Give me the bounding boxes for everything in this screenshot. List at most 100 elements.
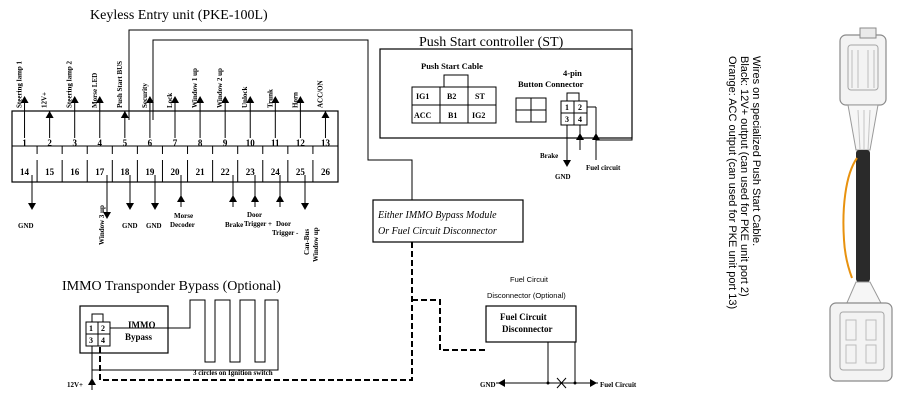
pke-top-label-9: Window 2 up [216, 68, 224, 108]
pke-pin-2: 2 [47, 138, 52, 148]
pke-top-label-3: Steering lamp 2 [66, 60, 74, 108]
pin-arrow-out [246, 96, 255, 103]
fuel-wires [496, 342, 598, 389]
button-connector-shape [515, 97, 547, 123]
pke-pin-20: 20 [171, 167, 181, 177]
pin-arrow-in [120, 111, 129, 118]
cable-cell-b2: B2 [447, 92, 456, 101]
brake-label: Brake [225, 221, 243, 229]
pke-pin-16: 16 [70, 167, 80, 177]
st-four-pin-label: 4-pin [563, 68, 582, 78]
immo-box-label-1: IMMO [128, 320, 156, 330]
pin-arrow-in [45, 111, 54, 118]
st-pin-3: 3 [565, 115, 569, 124]
pke-pin-4: 4 [98, 138, 103, 148]
fuel-circuit-label: Fuel Circuit [600, 381, 637, 389]
pke-pin-7: 7 [173, 138, 178, 148]
either-dashed-wire [99, 242, 413, 381]
pke-pin-11: 11 [271, 138, 280, 148]
immo-coil-caption: 3 circles on Ignition switch [193, 369, 273, 377]
security-wire [152, 39, 413, 200]
immo-box-label-2: Bypass [125, 332, 153, 342]
pke-top-label-8: Window 1 up [191, 68, 199, 108]
pke-top-label-12: Horn [291, 92, 299, 108]
pin-arrow-out [196, 96, 205, 103]
fuel-gnd: GND [480, 381, 496, 389]
gnd-label-18: GND [122, 222, 138, 230]
fuel-box-1: Fuel Circuit [500, 312, 547, 322]
pke-pin-23: 23 [246, 167, 256, 177]
st-pin-4: 4 [578, 115, 582, 124]
cable-cell-st: ST [475, 92, 485, 101]
pke-title: Keyless Entry unit (PKE-100L) [90, 8, 268, 23]
pke-pin-12: 12 [296, 138, 306, 148]
pke-pin-9: 9 [223, 138, 228, 148]
canbus-label: Can-Bus [303, 229, 311, 255]
pke-pin-5: 5 [123, 138, 128, 148]
cable-cell-ig1: IG1 [416, 92, 429, 101]
pke-pin-3: 3 [72, 138, 77, 148]
fuel-title-2: Disconnector (Optional) [487, 291, 566, 300]
pke-pin-6: 6 [148, 138, 153, 148]
cable-caption-line1: Wires on specialized Push Start Cable. [750, 56, 762, 246]
st-brake-label: Brake [540, 152, 558, 160]
cable-caption-line2: Black: 12V+ output (can used for PKE uni… [738, 56, 750, 297]
either-note-line1: Either IMMO Bypass Module [377, 210, 497, 221]
pke-top-label-6: Security [141, 83, 149, 108]
window3-label: Window 3 up [98, 205, 106, 245]
canbus-label-2: Window up [312, 227, 320, 262]
morse-decoder-label-1: Morse [174, 212, 193, 220]
pke-pin-22: 22 [221, 167, 231, 177]
pke-pin-13: 13 [321, 138, 331, 148]
pin-arrow-out [95, 96, 104, 103]
either-to-fuel-dashed-wire [412, 299, 486, 351]
pke-top-label-11: Trunk [266, 89, 274, 108]
immo-pin-4: 4 [101, 336, 105, 345]
pin-arrow-out [296, 96, 305, 103]
morse-decoder-label-2: Decoder [170, 221, 195, 229]
st-button-connector-label: Button Connector [518, 79, 584, 89]
immo-box [79, 305, 169, 354]
pke-top-label-2: 12V+ [41, 92, 49, 108]
st-pin-2: 2 [578, 103, 582, 112]
immo-pin-3: 3 [89, 336, 93, 345]
pke-top-label-7: Lock [166, 93, 174, 108]
push-start-bus-wire [128, 29, 633, 141]
fuel-title-1: Fuel Circuit [510, 275, 549, 284]
st-cable-grid: IG1 B2 ST ACC B1 IG2 [411, 74, 497, 124]
pke-bottom-wires [28, 175, 309, 219]
immo-12v-arrow [88, 378, 96, 385]
pke-top-label-1: Steering lamp 1 [16, 60, 24, 108]
pke-pin-15: 15 [45, 167, 55, 177]
cable-caption-line3: Orange: ACC output (can used for PKE uni… [726, 56, 738, 309]
st-fuel-circuit-label: Fuel circuit [586, 164, 621, 172]
immo-title: IMMO Transponder Bypass (Optional) [62, 279, 281, 294]
pke-pin-10: 10 [246, 138, 256, 148]
st-4pin-connector: 1 2 3 4 [560, 92, 597, 140]
st-title: Push Start controller (ST) [419, 35, 564, 50]
st-pin-1: 1 [565, 103, 569, 112]
fuel-box [485, 305, 577, 343]
pke-pin-21: 21 [196, 167, 206, 177]
pke-pin-14: 14 [20, 167, 30, 177]
pke-pin-24: 24 [271, 167, 281, 177]
st-gnd-label: GND [555, 173, 571, 181]
immo-pin-1: 1 [89, 324, 93, 333]
fuel-box-2: Disconnector [502, 324, 553, 334]
pke-top-label-10: Unlock [241, 87, 249, 109]
gnd-label-19: GND [146, 222, 162, 230]
pin-arrow-out [221, 96, 230, 103]
cable-caption: Wires on specialized Push Start Cable. B… [726, 56, 762, 309]
pin-arrow-in [321, 111, 330, 118]
st-cable-title: Push Start Cable [421, 61, 483, 71]
immo-coil-wire [91, 299, 279, 371]
pke-pin-8: 8 [198, 138, 203, 148]
pke-pin-25: 25 [296, 167, 306, 177]
door-trigger-plus-label-2: Trigger + [244, 220, 272, 228]
gnd-label-14: GND [18, 222, 34, 230]
immo-12v-label: 12V+ [67, 381, 83, 389]
